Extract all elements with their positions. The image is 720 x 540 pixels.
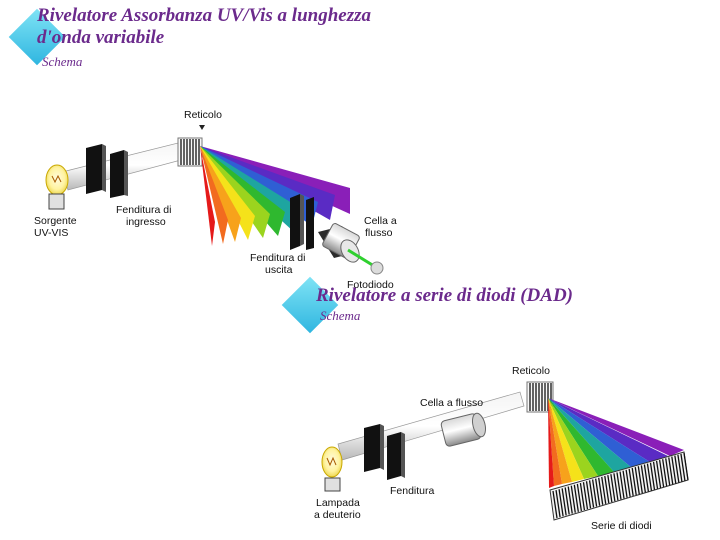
top-label-fenditura-uscita-1: Fenditura di: [250, 253, 305, 265]
bottom-label-lampada-2: a deuterio: [314, 510, 361, 522]
top-grating: [178, 125, 205, 166]
bottom-lamp-icon: [322, 447, 342, 491]
top-label-reticolo: Reticolo: [184, 110, 222, 122]
top-label-cella-2: flusso: [365, 228, 392, 240]
top-label-fenditura-uscita-2: uscita: [265, 265, 292, 277]
top-flow-cell: [318, 222, 363, 265]
top-label-fenditura-ingresso-2: ingresso: [126, 217, 166, 229]
top-label-fenditura-ingresso-1: Fenditura di: [116, 205, 171, 217]
bottom-label-fenditura: Fenditura: [390, 486, 434, 498]
top-label-sorgente-2: UV-VIS: [34, 228, 68, 240]
top-light-path: [62, 140, 196, 190]
bottom-label-cella: Cella a flusso: [420, 398, 483, 410]
top-label-sorgente-1: Sorgente: [34, 216, 77, 228]
top-label-fotodiodo: Fotodiodo: [347, 280, 394, 292]
top-photodiode-icon: [371, 262, 383, 274]
bottom-label-lampada-1: Lampada: [316, 498, 360, 510]
bottom-label-serie-diodi: Serie di diodi: [591, 521, 652, 533]
top-label-cella-1: Cella a: [364, 216, 397, 228]
bottom-label-reticolo: Reticolo: [512, 366, 550, 378]
top-lamp-icon: [46, 165, 68, 209]
top-exit-slit: [290, 194, 314, 250]
